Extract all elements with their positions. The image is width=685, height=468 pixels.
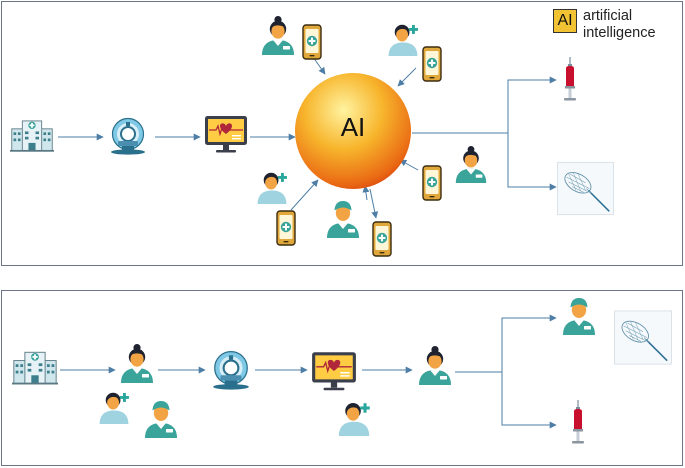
- arrow-surgeon-to-ai: [362, 185, 370, 201]
- top-flow-arrows: [58, 56, 557, 219]
- doctor-icon: [262, 16, 294, 55]
- doctor-icon: [419, 346, 451, 385]
- arrow-nurse-to-ai: [397, 67, 417, 87]
- nurse-icon: [388, 24, 418, 56]
- syringe-icon: [563, 57, 577, 102]
- syringe-icon: [571, 400, 585, 445]
- patient-icon: [338, 403, 370, 436]
- legend-text-line2: intelligence: [583, 25, 656, 41]
- arrow-ai-to-outputs: [412, 76, 557, 134]
- arrow-doctor-to-ai: [312, 56, 326, 75]
- mri-scanner-icon: [212, 350, 250, 390]
- smartphone-icon: [302, 24, 322, 60]
- surgeon-icon: [563, 298, 595, 335]
- surgeon-icon: [327, 201, 359, 238]
- legend-text: artificial intelligence: [583, 8, 681, 42]
- hospital-icon: [12, 351, 58, 385]
- heart-monitor-icon: [311, 351, 357, 391]
- arrow-doctor-to-surgeon: [455, 314, 557, 373]
- patient-icon: [99, 392, 129, 424]
- legend-text-line1: artificial: [583, 8, 633, 24]
- arrow-doctor-to-syringe: [501, 372, 557, 429]
- ai-node-label: AI: [340, 112, 366, 142]
- smartphone-icon: [422, 46, 442, 82]
- heart-monitor-icon: [204, 115, 248, 154]
- smartphone-icon: [422, 165, 442, 201]
- sketch-image: [614, 310, 672, 365]
- doctor-icon: [455, 145, 487, 183]
- bottom-flow-arrows: [60, 314, 557, 429]
- mri-scanner-icon: [110, 117, 146, 155]
- arrow-patient-to-ai: [290, 179, 319, 211]
- smartphone-icon: [276, 210, 296, 246]
- hospital-icon: [10, 120, 54, 153]
- ai-sphere: [295, 73, 411, 189]
- sketch-image: [557, 161, 614, 216]
- patient-icon: [257, 172, 287, 204]
- doctor-icon: [121, 344, 153, 383]
- arrow-ai-to-phone: [369, 188, 379, 219]
- arrow-doctor-right-to-ai: [399, 159, 419, 171]
- smartphone-icon: [372, 221, 392, 257]
- surgeon-icon: [145, 401, 177, 438]
- legend-ai-badge: AI: [553, 9, 577, 33]
- arrow-ai-to-sketch: [507, 133, 557, 191]
